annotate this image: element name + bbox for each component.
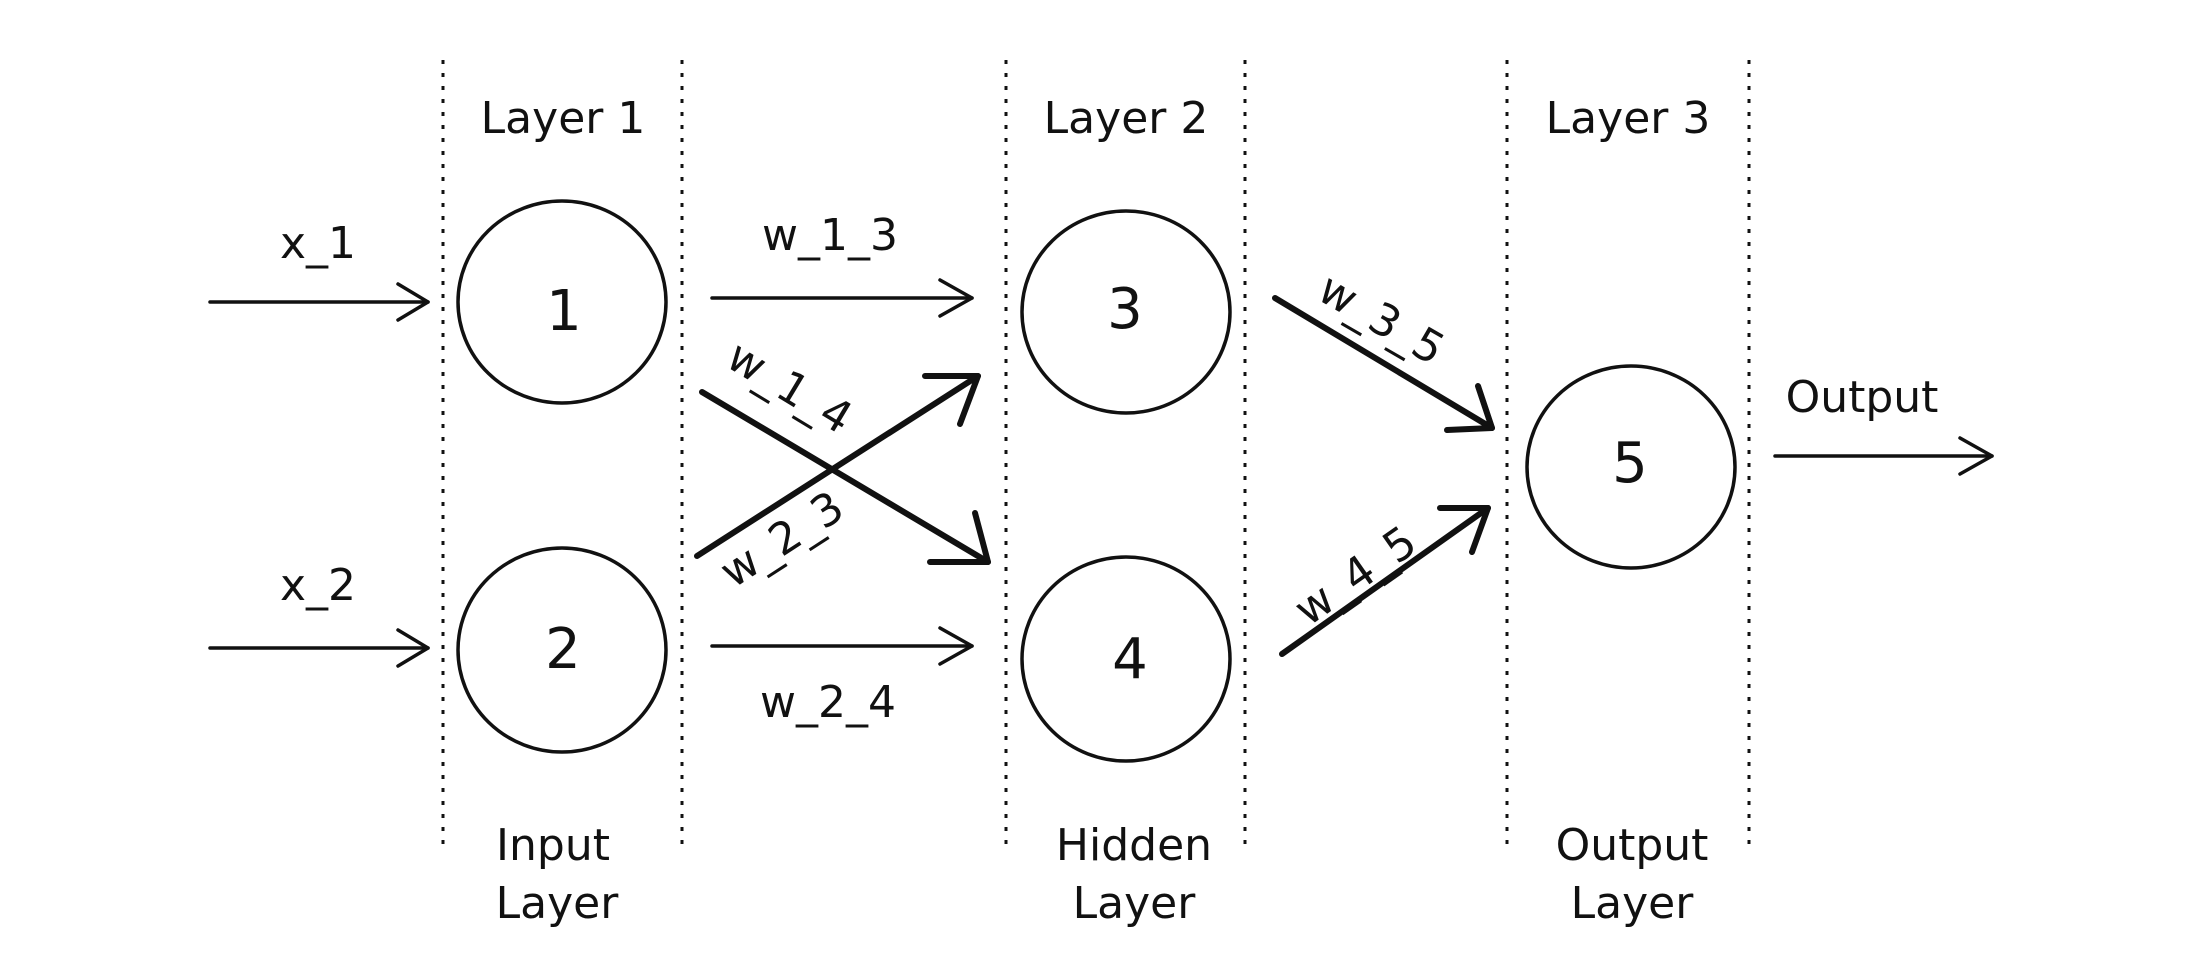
node-4-label: 4 [1112,627,1148,692]
edge-2-4 [710,626,974,666]
node-2-label: 2 [545,617,581,682]
node-1 [456,199,668,405]
weight-label-w14: w_1_4 [718,331,861,445]
layer-1-subtitle-line1: Input [496,820,610,871]
layer-3-title: Layer 3 [1546,93,1711,144]
edge-1-3 [710,278,974,318]
input-arrow-x1 [208,282,430,322]
edge-4-5 [1279,505,1491,657]
edge-1-4 [699,389,991,565]
input-label-x2: x_2 [280,560,356,611]
weight-label-w13: w_1_3 [762,210,898,261]
node-2 [456,546,668,754]
node-5 [1525,364,1737,570]
layer-2-title: Layer 2 [1044,93,1209,144]
weight-label-w45: w_4_5 [1285,516,1426,636]
node-1-label: 1 [546,279,582,344]
input-arrow-x2 [208,628,430,668]
node-5-label: 5 [1612,431,1648,496]
edge-3-5 [1272,295,1495,433]
layer-1-subtitle-line2: Layer [496,878,620,929]
node-3 [1020,209,1232,415]
layer-2-subtitle-line1: Hidden [1056,820,1212,871]
output-label: Output [1786,372,1939,423]
edge-2-3 [694,373,981,559]
layer-1-title: Layer 1 [481,93,646,144]
layer-3-subtitle-line2: Layer [1571,878,1695,929]
node-4 [1020,555,1232,763]
weight-label-w24: w_2_4 [760,677,896,728]
layer-3-subtitle-line1: Output [1556,820,1709,871]
output-arrow [1773,436,1994,476]
node-3-label: 3 [1107,277,1143,342]
input-label-x1: x_1 [280,218,356,269]
layer-2-subtitle-line2: Layer [1073,878,1197,929]
